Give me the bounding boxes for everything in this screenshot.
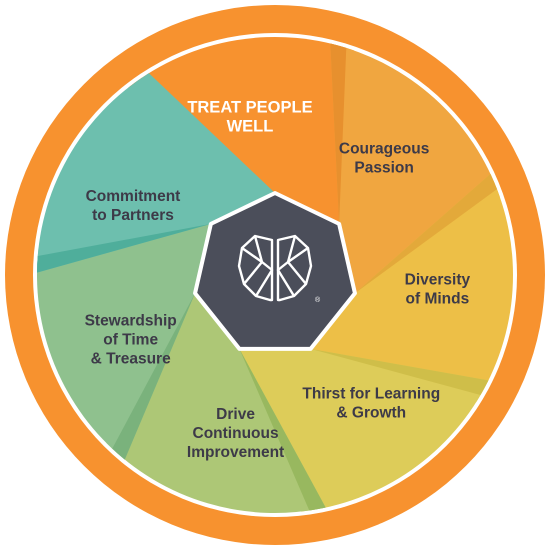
brain-icon-stroke bbox=[241, 235, 274, 297]
segment-drive bbox=[106, 293, 326, 513]
label-line: of Minds bbox=[406, 291, 470, 308]
brain-icon: ® bbox=[237, 234, 321, 304]
label-commitment: Commitment to Partners bbox=[86, 188, 181, 224]
label-stewardship: Stewardship of Time & Treasure bbox=[85, 312, 177, 367]
label-line: WELL bbox=[227, 117, 274, 135]
segment-treat bbox=[128, 36, 355, 224]
brain-icon-stroke bbox=[276, 235, 309, 297]
label-line: Diversity bbox=[405, 272, 471, 289]
label-line: & Growth bbox=[336, 404, 406, 421]
label-line: Stewardship bbox=[85, 312, 177, 329]
label-line: Continuous bbox=[193, 425, 279, 442]
segment-group bbox=[36, 36, 513, 513]
segment-courage bbox=[330, 43, 500, 294]
center-heptagon bbox=[193, 191, 357, 351]
label-line: Commitment bbox=[86, 188, 181, 205]
segment-shade-drive bbox=[239, 348, 326, 511]
segment-shade-diversity bbox=[354, 173, 497, 294]
segment-shade-thirst bbox=[310, 348, 489, 396]
label-line: Drive bbox=[216, 406, 255, 423]
label-line: Courageous bbox=[339, 140, 429, 157]
segment-shade-stewardship bbox=[112, 293, 196, 460]
label-line: Passion bbox=[354, 159, 413, 176]
registered-mark: ® bbox=[315, 296, 321, 304]
label-line: Thirst for Learning bbox=[302, 385, 440, 402]
segment-diversity bbox=[310, 173, 513, 403]
label-diversity: Diversity of Minds bbox=[405, 272, 471, 308]
segment-stewardship bbox=[36, 223, 211, 460]
segment-shade-courage bbox=[330, 43, 347, 224]
label-thirst: Thirst for Learning & Growth bbox=[302, 385, 440, 421]
segment-commitment bbox=[37, 73, 275, 273]
label-line: Improvement bbox=[187, 444, 284, 461]
label-line: & Treasure bbox=[91, 350, 172, 367]
label-line: to Partners bbox=[92, 207, 174, 224]
label-line: of Time bbox=[103, 331, 158, 348]
label-line: TREAT PEOPLE bbox=[187, 98, 312, 116]
segment-shade-commitment bbox=[37, 223, 211, 273]
